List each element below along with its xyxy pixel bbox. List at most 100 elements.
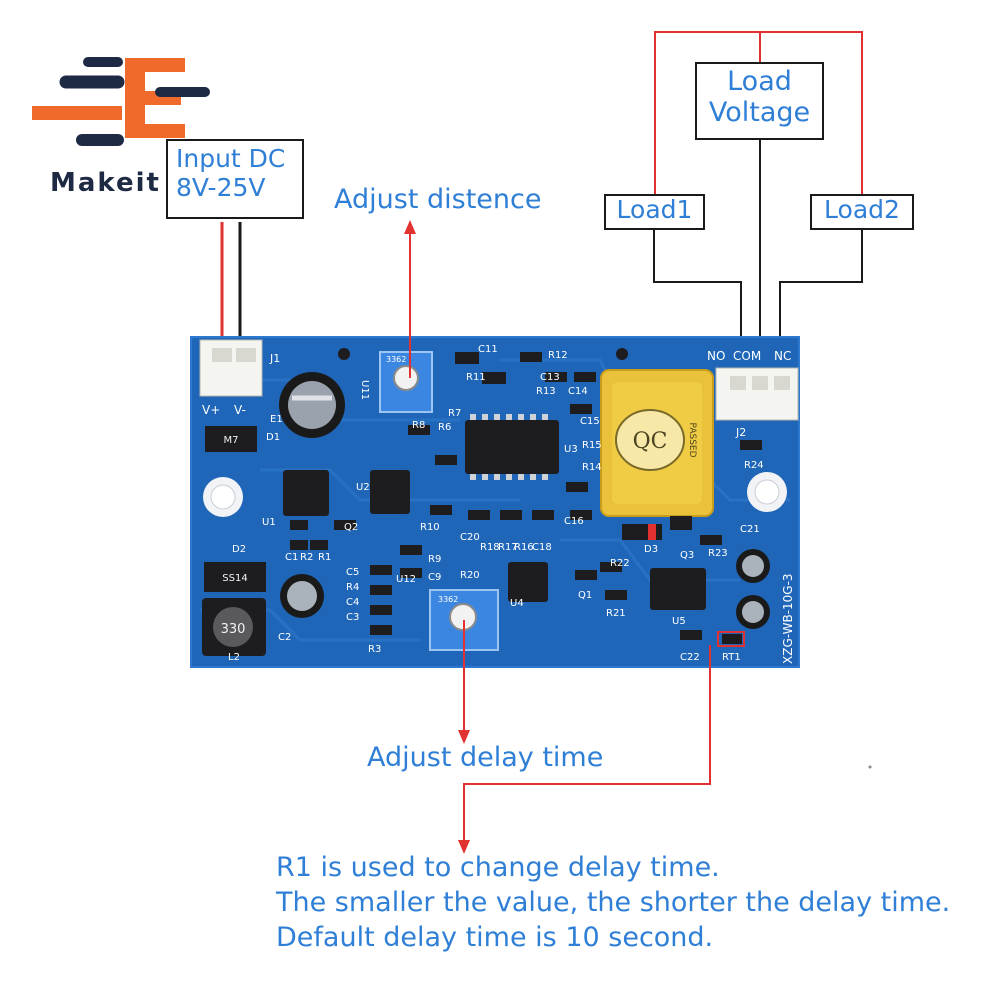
- part-label-q2: Q2: [344, 522, 358, 533]
- relay-qc-mark: QC: [633, 429, 668, 454]
- vminus-label: V-: [234, 403, 246, 417]
- part-label-r8: R8: [412, 420, 425, 431]
- part-label-r10: R10: [420, 522, 440, 533]
- brand-name: Makeit: [50, 168, 161, 198]
- input-dc-wires: [220, 222, 242, 348]
- load1-label: Load1: [616, 195, 693, 224]
- part-label-r21: R21: [606, 608, 626, 619]
- part-label-r18: R18: [480, 542, 500, 553]
- adjust-delay-arrow: [458, 620, 470, 744]
- adjust-distance-label: Adjust distence: [334, 184, 542, 215]
- vplus-label: V+: [202, 403, 220, 417]
- part-label-r24: R24: [744, 460, 764, 471]
- part-label-c22: C22: [680, 652, 700, 663]
- part-label-r20: R20: [460, 570, 480, 581]
- part-label-c13: C13: [540, 372, 560, 383]
- inductor-marking: 330: [221, 622, 246, 637]
- load2-box: Load2: [810, 194, 914, 230]
- com-label: COM: [733, 349, 761, 363]
- part-label-rt1: RT1: [722, 652, 741, 663]
- load-voltage-line2: Voltage: [708, 97, 811, 129]
- r1-note: R1 is used to change delay time. The sma…: [276, 850, 950, 955]
- part-label-c21: C21: [740, 524, 760, 535]
- capacitors-large: [279, 372, 770, 629]
- part-label-c18: C18: [532, 542, 552, 553]
- pot2-label: U12: [396, 574, 416, 585]
- nc-label: NC: [774, 349, 791, 363]
- adjust-delay-label: Adjust delay time: [367, 742, 604, 773]
- part-label-q3: Q3: [680, 550, 694, 561]
- part-label-c16: C16: [564, 516, 584, 527]
- part-label-r22: R22: [610, 558, 630, 569]
- pot1-label: U11: [359, 380, 370, 400]
- part-label-c4: C4: [346, 597, 359, 608]
- r1-callout-line: [458, 645, 711, 854]
- power-components: [202, 426, 662, 656]
- part-label-r11: R11: [466, 372, 486, 383]
- part-label-r15: R15: [582, 440, 602, 451]
- part-label-c1: C1: [285, 552, 298, 563]
- part-label-r9: R9: [428, 554, 441, 565]
- load-voltage-box: Load Voltage: [695, 62, 824, 140]
- input-dc-line2: 8V-25V: [176, 172, 266, 202]
- relay-passed-mark: PASSED: [687, 422, 697, 457]
- load1-box: Load1: [604, 194, 705, 230]
- diode-marking: SS14: [222, 573, 247, 584]
- part-label-u5: U5: [672, 616, 686, 627]
- part-label-e1: E1: [270, 414, 283, 425]
- part-label-r14: R14: [582, 462, 602, 473]
- load2-label: Load2: [824, 195, 900, 224]
- board-model: XZG-WB-10G-3: [781, 573, 795, 664]
- input-dc-box: Input DC 8V-25V: [166, 139, 304, 219]
- part-label-d2: D2: [232, 544, 246, 555]
- part-label-r12: R12: [548, 350, 568, 361]
- part-label-r13: R13: [536, 386, 556, 397]
- part-label-r6: R6: [438, 422, 451, 433]
- part-label-c3: C3: [346, 612, 359, 623]
- part-label-q1: Q1: [578, 590, 592, 601]
- makeit-logo: [32, 57, 210, 146]
- j2-connector: [715, 367, 799, 421]
- part-label-c5: C5: [346, 567, 359, 578]
- part-label-c9: C9: [428, 572, 441, 583]
- note-line-3: Default delay time is 10 second.: [276, 922, 714, 953]
- rt1-highlight: [717, 631, 745, 647]
- part-label-c20: C20: [460, 532, 480, 543]
- j2-label: J2: [735, 426, 746, 439]
- input-dc-line1: Input DC: [176, 144, 286, 173]
- no-label: NO: [707, 349, 725, 363]
- j1-label: J1: [269, 352, 280, 365]
- part-label-u1: U1: [262, 517, 276, 528]
- note-line-2: The smaller the value, the shorter the d…: [276, 887, 951, 918]
- part-label-d3: D3: [644, 544, 658, 555]
- part-label-c14: C14: [568, 386, 588, 397]
- mounting-holes: [203, 472, 787, 517]
- ic-pins: [470, 414, 548, 480]
- part-label-r7: R7: [448, 408, 461, 419]
- part-label-r17: R17: [498, 542, 518, 553]
- part-label-c11: C11: [478, 344, 498, 355]
- part-label-u4: U4: [510, 598, 524, 609]
- part-label-r4: R4: [346, 582, 359, 593]
- integrated-circuits: [283, 420, 706, 610]
- component-markings: 330 SS14 M7 QC PASSED: [221, 422, 697, 637]
- part-label-r16: R16: [514, 542, 534, 553]
- adjust-distance-arrow: [404, 220, 416, 378]
- pot-code-1: 3362: [386, 355, 406, 364]
- board-silkscreen: J1 V+ V- NO COM NC J2 XZG-WB-10G-3 U12 U…: [202, 349, 795, 664]
- part-label-r1: R1: [318, 552, 331, 563]
- part-label-r2: R2: [300, 552, 313, 563]
- d1-marking: M7: [224, 435, 239, 446]
- j1-connector: [199, 339, 263, 397]
- part-label-l2: L2: [228, 652, 240, 663]
- part-label-u2: U2: [356, 482, 370, 493]
- load-voltage-line1: Load: [727, 66, 792, 97]
- part-label-r3: R3: [368, 644, 381, 655]
- smd-components: [290, 352, 762, 644]
- part-label-c2: C2: [278, 632, 291, 643]
- part-label-u3: U3: [564, 444, 578, 455]
- part-label-d1: D1: [266, 432, 280, 443]
